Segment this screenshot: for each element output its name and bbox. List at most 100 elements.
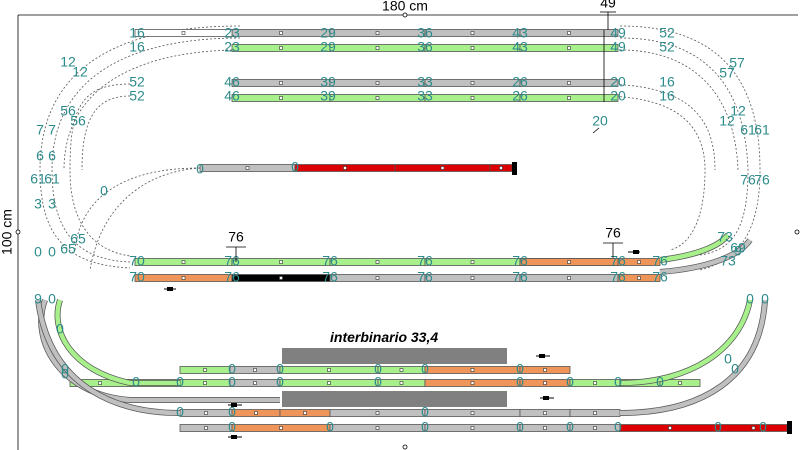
upper-track-segment [519,29,619,37]
lower-track-segment [424,424,521,432]
marker-76-left [226,246,246,262]
platform-lower [282,391,507,407]
track-label: 73 [720,253,736,269]
track-label: 0 [100,183,108,199]
station-track-segment [179,366,231,374]
track-label: 16 [659,74,675,90]
track-label: 46 [224,88,240,104]
track-label: 0 [228,404,236,420]
track-label: 16 [129,39,145,55]
track-label: 0 [48,291,56,307]
upper-track-segment [424,79,521,87]
track-label: 76 [224,269,240,285]
track-label: 0 [374,361,382,377]
track-label: 0 [516,374,524,390]
track-label: 29 [320,39,336,55]
track-label: 9 [34,291,42,307]
track-label: 76 [512,253,528,269]
track-label: 0 [566,374,574,390]
track-label: 73 [717,229,733,245]
track-label: 65 [60,241,76,257]
spur-track-segment [394,164,491,172]
lower-track-segment [569,424,621,432]
track-label: 0 [421,419,429,435]
track-label: 0 [228,419,236,435]
upper-track-segment [134,29,233,37]
buffer-stop [787,421,792,434]
track-label: 9 [734,243,742,259]
track-label: 0 [714,419,722,435]
upper-track-segment [231,44,331,52]
middle-track-segment [231,258,331,266]
signal-icons [164,250,640,439]
station-track-segment [424,379,521,387]
station-track-segment [279,366,379,374]
track-label: 76 [512,269,528,285]
upper-track-segment [231,29,331,37]
track-label: 6 [48,148,56,164]
track-label: 0 [276,374,284,390]
track-label: 70 [129,269,145,285]
lower-track-segment [569,409,621,417]
marker-76-right [603,242,623,258]
upper-track-segment [329,94,426,102]
marker-76-left-label: 76 [228,229,244,245]
width-dimension-label: 180 cm [382,0,428,14]
track-label: 3 [34,196,42,212]
track-label: 65 [70,231,86,247]
lower-track-segment [719,424,788,432]
lower-track-segment [519,409,571,417]
track-label: 12 [730,103,746,119]
track-label: 0 [61,361,69,377]
upper-track-segment [231,79,331,87]
track-label: 0 [196,161,204,177]
track-label: 33 [417,74,433,90]
track-label: 36 [417,39,433,55]
track-label: 26 [512,88,528,104]
middle-track-segment [329,258,426,266]
lower-track-segment [231,424,331,432]
spur-track-segment [199,164,296,172]
station-track-segment [179,379,231,387]
track-label: 3 [48,196,56,212]
station-track-segment [659,379,701,387]
signal-icon [228,435,242,439]
track-label: 49 [610,39,626,55]
track-label: 61 [740,122,756,138]
track-label: 76 [652,253,668,269]
track-label: 0 [48,244,56,260]
track-label: 0 [176,404,184,420]
marker-49-label: 49 [600,0,616,11]
middle-track-segment [617,274,661,282]
track-label: 0 [326,419,334,435]
track-label: 0 [176,374,184,390]
lower-track-segment [519,424,571,432]
track-label: 57 [719,65,735,81]
track-label: 0 [614,419,622,435]
track-label: 49 [610,25,626,41]
middle-track-segment [424,258,521,266]
track-label: 0 [516,361,524,377]
lower-track-segment [279,409,331,417]
middle-track-segment [329,274,426,282]
track-label: 52 [129,88,145,104]
marker-49 [600,11,616,102]
track-label: 6 [36,148,44,164]
dimension-frame [15,0,800,450]
track-label: 26 [512,74,528,90]
track-label: 0 [566,419,574,435]
middle-track-segment [231,274,331,282]
buffer-stop [512,162,517,175]
interbinario-annotation: interbinario 33,4 [330,329,438,345]
lower-track-segment [179,424,233,432]
station-track-segment [424,366,521,374]
station-track-segment [279,379,379,387]
marker-76-right-label: 76 [605,225,621,241]
track-label: 0 [132,374,140,390]
track-label: 76 [754,172,770,188]
spur-track-segment [294,164,396,172]
track-label: 16 [659,88,675,104]
track-label: 43 [512,25,528,41]
